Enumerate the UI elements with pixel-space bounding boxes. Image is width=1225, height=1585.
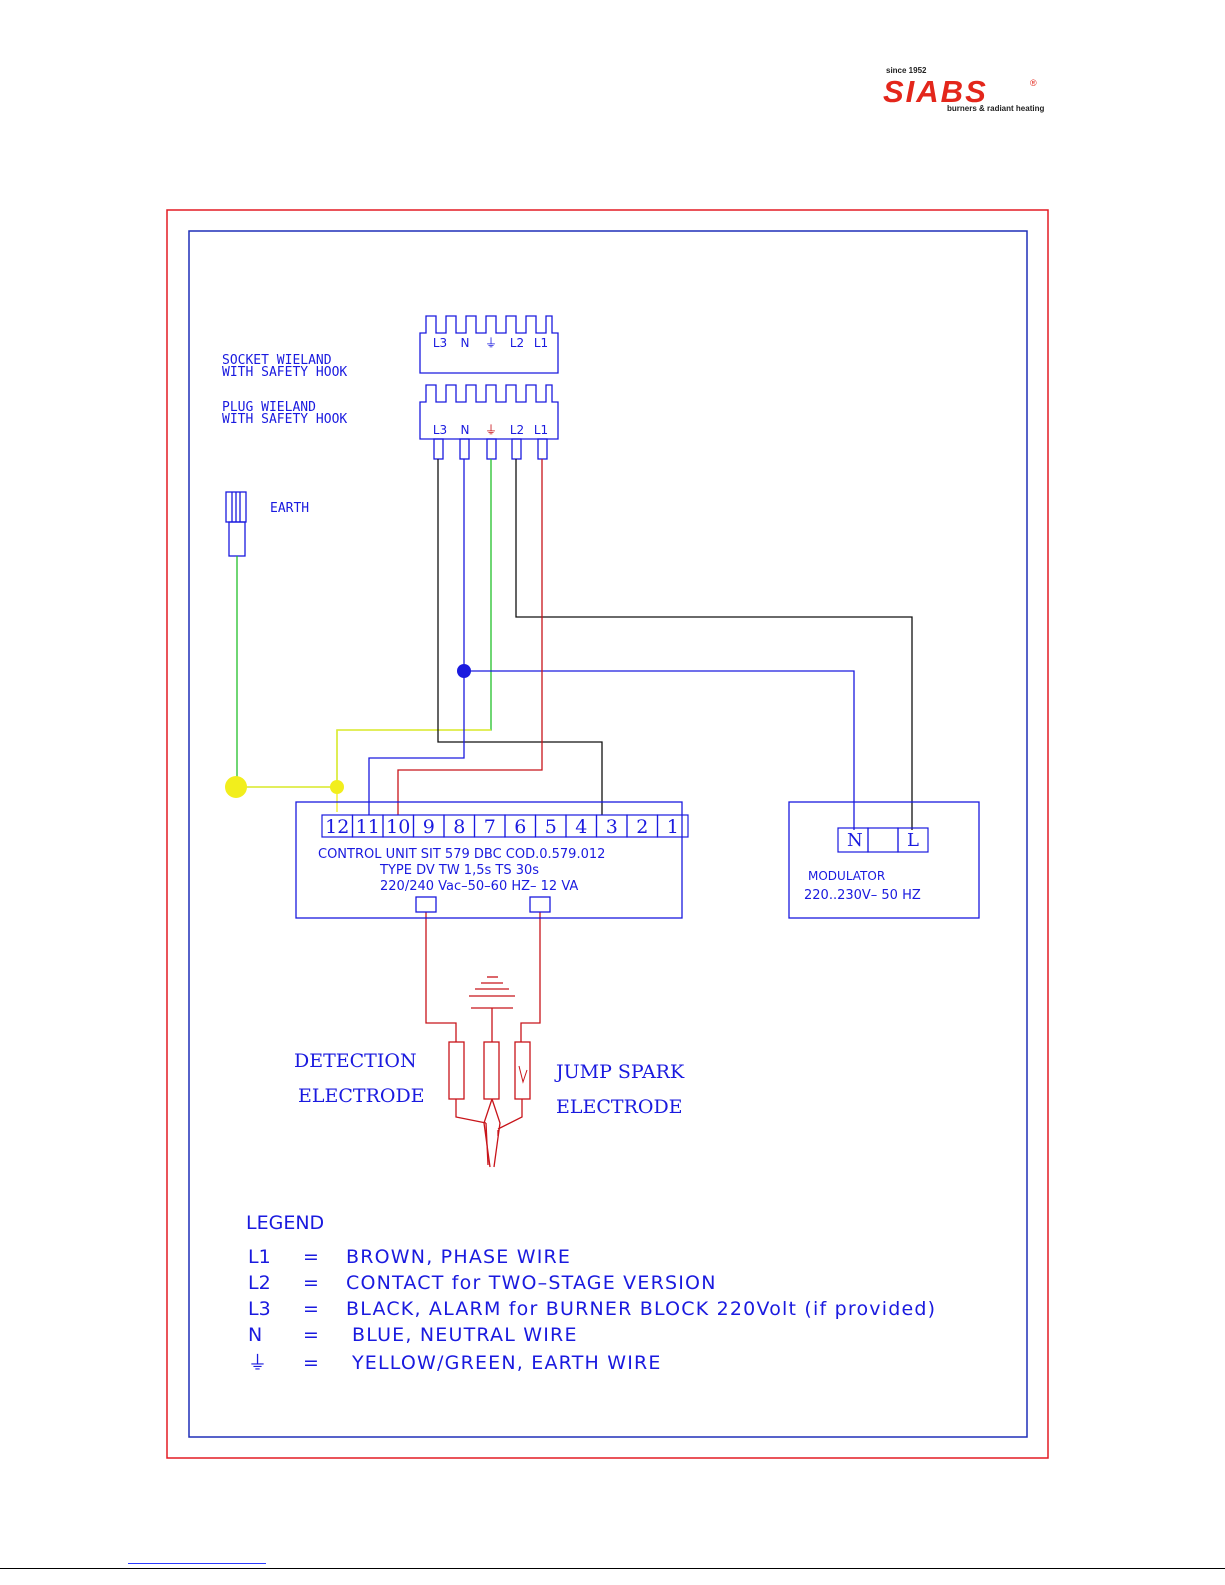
connector-pin-label: ⏚	[485, 423, 497, 437]
terminal-label: 8	[453, 816, 465, 838]
logo-tagline: burners & radiant heating	[947, 104, 1045, 113]
earth-junction-small	[330, 780, 344, 794]
jump-spark-label-line1: JUMP SPARK	[554, 1061, 685, 1083]
modulator-terminal-box	[897, 827, 929, 853]
control-unit-line1: CONTROL UNIT SIT 579 DBC COD.0.579.012	[318, 847, 605, 862]
legend-description: CONTACT for TWO–STAGE VERSION	[346, 1272, 717, 1294]
legend-equals: =	[303, 1272, 319, 1294]
terminal-label: 7	[484, 816, 496, 838]
connector-pin-label: L2	[510, 336, 524, 350]
neutral-junction	[457, 664, 471, 678]
plug-label-line1: PLUG WIELAND	[222, 400, 316, 415]
control-unit-box	[295, 801, 683, 919]
connector-pin-label: L2	[510, 423, 524, 437]
socket-pin-labels: L3 N ⏚ L2 L1	[433, 336, 548, 350]
legend-equals: =	[303, 1324, 319, 1346]
outer-frame	[166, 209, 1049, 1459]
connector-pin-label: L3	[433, 336, 447, 350]
modulator-line2: 220..230V– 50 HZ	[804, 888, 921, 903]
inner-frame	[188, 230, 1028, 1438]
modulator-terminal-box	[867, 827, 899, 853]
terminal-label: 1	[667, 816, 679, 838]
terminal-label: 11	[356, 816, 380, 838]
legend-description: BROWN, PHASE WIRE	[346, 1246, 571, 1268]
connector-pin-label: ⏚	[485, 336, 497, 350]
terminal-box	[656, 814, 689, 838]
terminal-label: 5	[545, 816, 557, 838]
legend-description: BLUE, NEUTRAL WIRE	[352, 1324, 578, 1346]
detection-label-line2: ELECTRODE	[298, 1085, 425, 1107]
socket-connector	[419, 315, 559, 374]
earth-connector-icon	[225, 491, 247, 557]
legend-equals: =	[303, 1246, 319, 1268]
control-unit-line3: 220/240 Vac–50–60 HZ– 12 VA	[380, 879, 578, 894]
connector-pin-label: N	[461, 336, 470, 350]
ground-electrode	[483, 1041, 500, 1100]
spark-electrode	[514, 1041, 531, 1100]
earth-label: EARTH	[270, 501, 309, 516]
modulator-line1: MODULATOR	[808, 869, 885, 883]
socket-label-line2: WITH SAFETY HOOK	[222, 365, 347, 380]
connector-pin-label: L3	[433, 423, 447, 437]
modulator-box	[788, 801, 980, 919]
legend-title: LEGEND	[246, 1212, 324, 1234]
legend: L1 = BROWN, PHASE WIRE L2 = CONTACT for TWO–S…	[248, 1246, 936, 1374]
logo-since-text: since 1952	[886, 66, 927, 75]
socket-label-line1: SOCKET WIELAND	[222, 353, 332, 368]
plug-label-line2: WITH SAFETY HOOK	[222, 412, 347, 427]
modulator-terminal-label: N	[847, 830, 863, 851]
earth-junction-large	[225, 776, 247, 798]
registered-mark: ®	[1030, 78, 1037, 88]
terminal-label: 3	[606, 816, 618, 838]
legend-key: N	[248, 1324, 262, 1346]
jump-spark-label-line2: ELECTRODE	[556, 1096, 683, 1118]
detection-electrode	[448, 1041, 465, 1100]
legend-key: L1	[248, 1246, 271, 1268]
ground-symbol-icon	[469, 976, 515, 1009]
footer-link-underline[interactable]	[128, 1563, 266, 1564]
terminal-label: 2	[636, 816, 648, 838]
legend-key: L2	[248, 1272, 271, 1294]
electrode-assembly	[448, 1041, 531, 1168]
connector-pin-label: N	[461, 423, 470, 437]
legend-key: L3	[248, 1298, 271, 1320]
control-unit-output-right	[529, 896, 551, 913]
legend-equals: =	[303, 1352, 319, 1374]
plug-connector	[419, 384, 559, 460]
brand-logo: SIABS	[883, 74, 988, 109]
footer-rule	[0, 1568, 1225, 1569]
terminal-label: 12	[325, 816, 349, 838]
terminal-label: 4	[575, 816, 587, 838]
modulator-terminal-label: L	[907, 830, 919, 851]
legend-description: YELLOW/GREEN, EARTH WIRE	[351, 1352, 662, 1374]
control-unit-line2: TYPE DV TW 1,5s TS 30s	[379, 863, 539, 878]
connector-pin-label: L1	[534, 423, 548, 437]
terminal-label: 10	[386, 816, 410, 838]
detection-label-line1: DETECTION	[294, 1050, 417, 1072]
legend-key: ⏚	[248, 1352, 267, 1374]
wires	[236, 459, 913, 1042]
legend-equals: =	[303, 1298, 319, 1320]
connector-pin-label: L1	[534, 336, 548, 350]
plug-pin-labels: L3 N ⏚ L2 L1	[433, 423, 548, 437]
terminal-label: 9	[423, 816, 435, 838]
legend-description: BLACK, ALARM for BURNER BLOCK 220Volt (i…	[346, 1298, 936, 1320]
terminal-label: 6	[514, 816, 526, 838]
control-unit-output-left	[415, 896, 437, 913]
